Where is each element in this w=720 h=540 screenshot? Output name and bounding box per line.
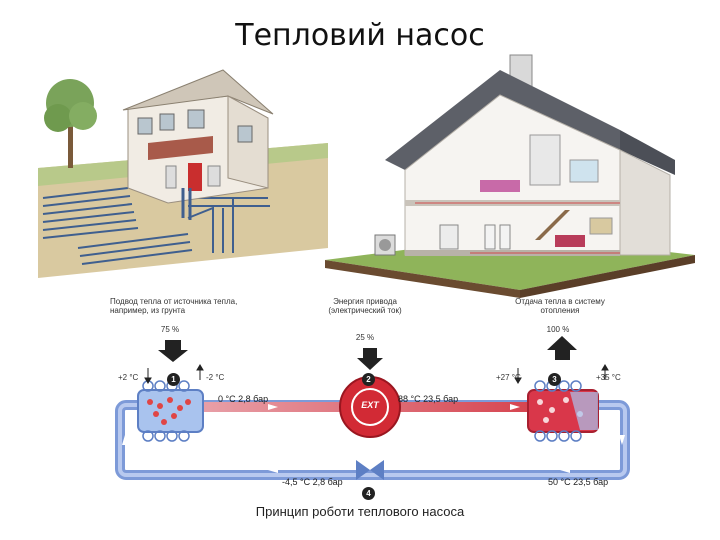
evaporator-inlet-temp: +2 °C: [118, 373, 139, 382]
output-percent: 100 %: [546, 325, 570, 334]
pipe-label-top-right: 88 °C 23,5 бар: [398, 394, 459, 404]
condenser-inlet-temp: +27 °C: [496, 373, 521, 382]
output-label: Отдача тепла в систему отопления: [515, 297, 605, 316]
drive-percent: 25 %: [355, 333, 375, 342]
heat-pump-cycle-diagram: [115, 336, 630, 480]
figure-caption: Принцип роботи теплового насоса: [255, 504, 465, 519]
evaporator-outlet-temp: -2 °C: [206, 373, 225, 382]
step-badge-1: 1: [167, 373, 180, 386]
ground-loop-house-illustration: [38, 69, 328, 278]
step-badge-3: 3: [548, 373, 561, 386]
source-label: Подвод тепла от источника тепла, наприме…: [110, 297, 238, 316]
pipe-label-top-left: 0 °C 2,8 бар: [218, 394, 269, 404]
pipe-label-bottom-right: 50 °C 23,5 бар: [548, 477, 609, 487]
slide-title: Тепловий насос: [235, 18, 485, 53]
drive-label: Энергия привода (электрический ток): [328, 297, 402, 316]
condenser-outlet-temp: +35 °C: [596, 373, 621, 382]
pipe-label-bottom-left: -4,5 °C 2,8 бар: [282, 477, 343, 487]
step-badge-2: 2: [362, 373, 375, 386]
cutaway-house-illustration: [325, 54, 695, 298]
source-percent: 75 %: [160, 325, 180, 334]
compressor-label: EXT: [361, 400, 379, 410]
step-badge-4: 4: [362, 487, 375, 500]
